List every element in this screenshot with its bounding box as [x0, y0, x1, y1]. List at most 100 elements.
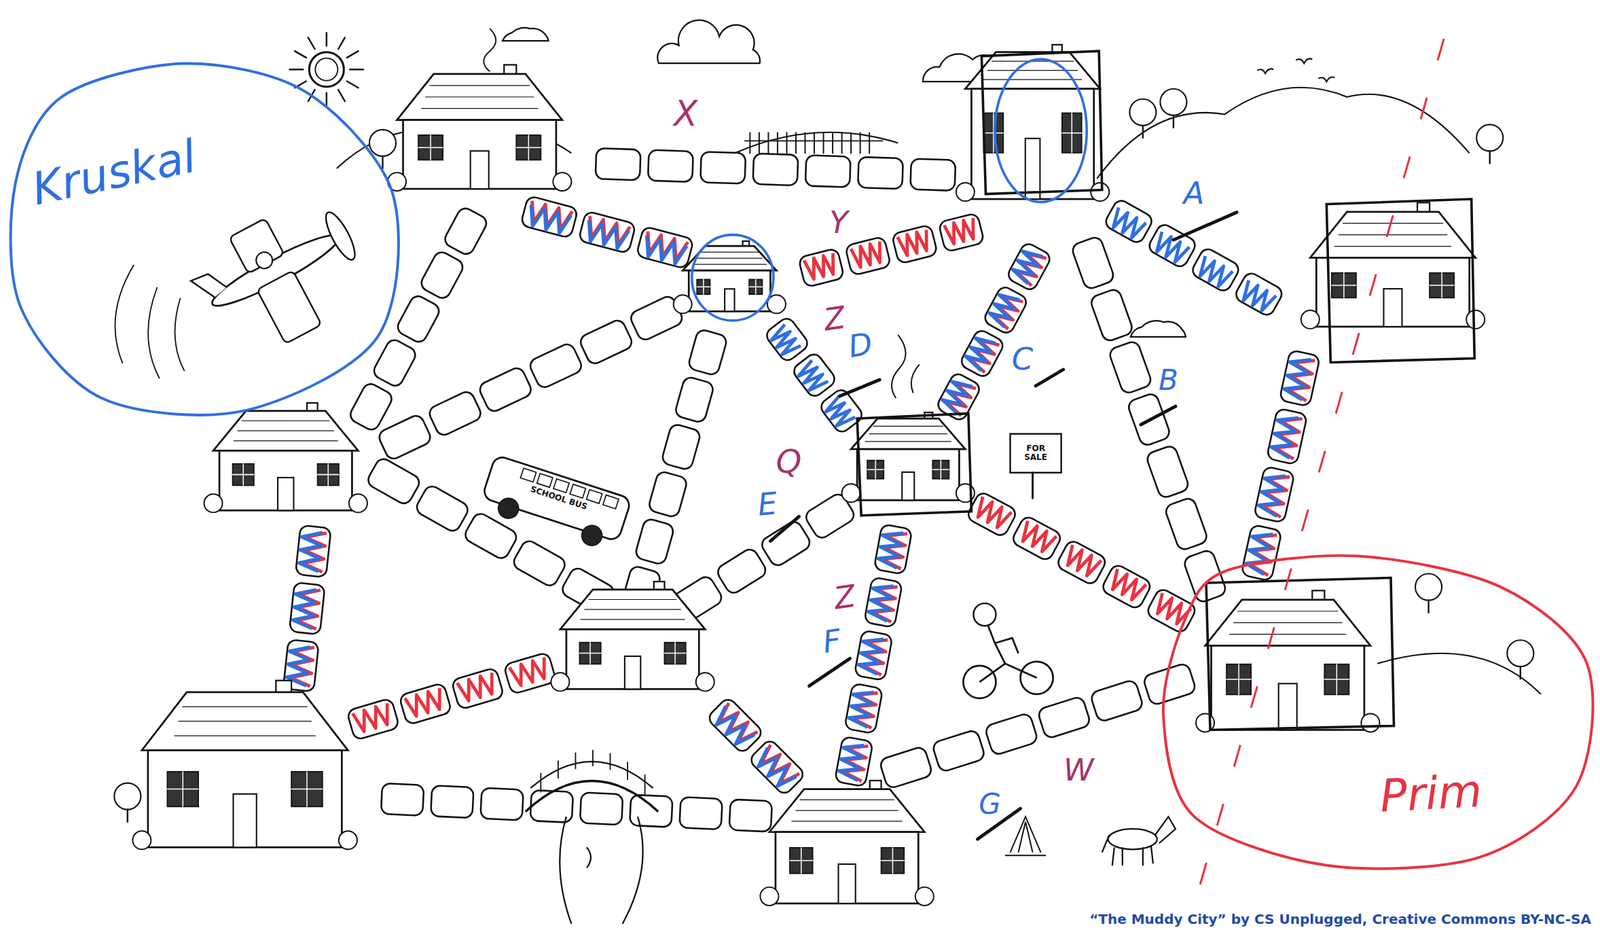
stone-outline	[1146, 222, 1198, 269]
mark-scribble	[857, 634, 884, 674]
road-stone	[874, 523, 913, 575]
stone-outline	[753, 153, 799, 186]
road-stone	[958, 328, 1006, 379]
stone-outline	[647, 469, 689, 518]
mark-scribble	[285, 644, 311, 686]
road-stone	[371, 337, 419, 389]
road-stone	[595, 148, 642, 180]
road-stone	[857, 156, 904, 189]
window-bar	[664, 652, 686, 654]
house-roof	[141, 692, 349, 751]
sign-post	[1031, 472, 1034, 499]
house-door	[232, 793, 257, 848]
road-stone	[844, 236, 892, 276]
hill-line	[1096, 87, 1469, 179]
stone-outline	[910, 158, 956, 191]
mark-scribble	[1009, 246, 1043, 284]
road-stone	[442, 205, 489, 257]
plane-tail	[190, 267, 229, 304]
edge-letter: C	[1010, 343, 1035, 375]
fence-post	[813, 132, 815, 153]
mark-scribble	[962, 333, 996, 371]
road-stone	[1089, 679, 1145, 723]
motion-line	[153, 298, 212, 371]
roof-line	[421, 107, 538, 109]
road-stone	[700, 151, 746, 184]
road-stone	[418, 249, 466, 301]
bridge-post	[575, 752, 577, 769]
stone-outline	[863, 576, 903, 628]
window-bar	[291, 788, 323, 790]
stone-outline	[958, 328, 1006, 379]
window-bar	[1324, 678, 1349, 680]
roof-line	[692, 264, 767, 265]
road-stone	[1100, 562, 1153, 611]
fence-post	[758, 132, 760, 153]
fence-post	[859, 132, 862, 153]
road-stone	[1070, 235, 1116, 291]
roof-line	[873, 425, 943, 427]
road-stone	[477, 365, 534, 414]
mark-scribble	[352, 702, 393, 733]
stone-outline	[418, 249, 466, 301]
tree	[1129, 99, 1156, 126]
fence-rail	[744, 139, 883, 142]
stone-outline	[577, 317, 635, 367]
window-bar	[1226, 678, 1251, 680]
mark-scribble	[823, 395, 856, 430]
stone-outline	[700, 151, 746, 184]
mark-scribble	[1195, 256, 1233, 290]
edge-letter: Y	[827, 207, 850, 238]
mark-scribble	[867, 582, 894, 621]
house-wall	[566, 628, 699, 689]
road-stone	[636, 226, 695, 269]
edge-letter: G	[977, 789, 1003, 819]
stone-outline	[797, 247, 845, 288]
bus-window	[520, 467, 536, 482]
roof-line	[174, 735, 316, 737]
window-bar	[579, 652, 601, 654]
cross-out-slash	[770, 516, 799, 541]
cross-out-slash	[1173, 212, 1237, 241]
roof-line	[865, 440, 951, 442]
mark-scribble	[292, 587, 317, 629]
cloud	[657, 20, 760, 64]
stone-outline	[1037, 695, 1092, 739]
stone-outline	[1144, 444, 1190, 500]
credit-caption: “The Muddy City” by CS Unplugged, Creati…	[1087, 912, 1594, 926]
house-window	[579, 642, 601, 665]
mark-scribble	[897, 229, 932, 257]
stone-outline	[687, 328, 729, 377]
mark-scribble	[939, 376, 973, 414]
house-door	[1025, 138, 1041, 199]
road-stone	[480, 787, 523, 821]
roof-line	[182, 706, 307, 707]
stone-outline	[295, 524, 332, 578]
road-stone	[647, 469, 689, 518]
house-window	[167, 771, 199, 807]
bike-rider	[979, 624, 1037, 682]
house-window	[1331, 273, 1357, 299]
road-stone	[982, 284, 1029, 336]
roof-line	[1238, 610, 1338, 612]
highlight-box	[1206, 577, 1394, 731]
cross-out-slash	[1035, 369, 1064, 386]
house-door	[901, 471, 915, 500]
road-stone	[910, 158, 956, 191]
stone-outline	[1070, 235, 1116, 291]
house-roof	[213, 410, 358, 451]
fence-post	[804, 132, 807, 153]
mark-scribble	[509, 657, 550, 688]
road-stone	[450, 666, 504, 709]
stone-outline	[844, 236, 892, 276]
house	[842, 412, 975, 502]
sun-ray	[338, 89, 345, 102]
road-stone	[1182, 548, 1228, 604]
stone-outline	[1107, 339, 1153, 395]
road-stone	[376, 412, 434, 462]
house-door	[624, 656, 641, 689]
stone-outline	[844, 683, 883, 735]
stone-outline	[371, 337, 419, 389]
fence-post	[850, 132, 852, 153]
